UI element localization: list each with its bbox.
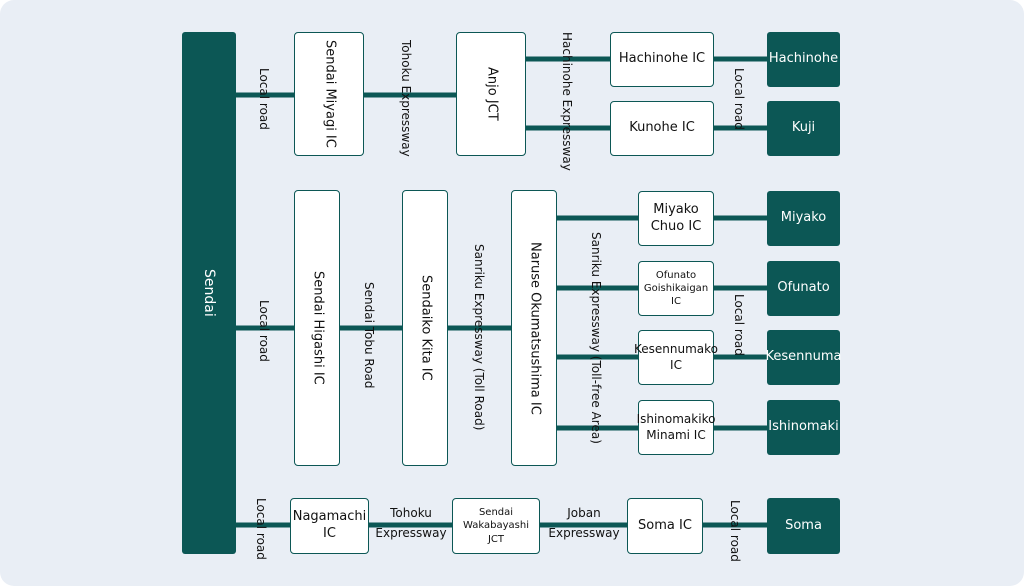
label-tohoku-expressway-bottom: Tohoku Expressway: [375, 506, 447, 540]
label-local-road-top-right: Local road: [732, 68, 746, 130]
label-local-road-bottom: Local road: [254, 498, 268, 560]
label-local-road-bottom-right: Local road: [728, 500, 742, 562]
origin-sendai: Sendai: [182, 32, 236, 554]
node-sendai-miyagi-ic: Sendai Miyagi IC: [294, 32, 364, 156]
label-hachinohe-expressway: Hachinohe Expressway: [560, 32, 574, 171]
label-tohoku-expressway-top: Tohoku Expressway: [399, 40, 413, 157]
dest-ishinomaki: Ishinomaki: [767, 400, 840, 455]
node-miyako-chuo-ic: Miyako Chuo IC: [638, 191, 714, 246]
dest-kesennuma: Kesennuma: [766, 330, 842, 385]
label-local-road-middle-right: Local road: [732, 294, 746, 356]
label-local-road-middle: Local road: [257, 300, 271, 362]
dest-miyako: Miyako: [767, 191, 840, 246]
node-anjo-jct: Anjo JCT: [456, 32, 526, 156]
node-ishinomakiko-minami-ic: Ishinomakiko Minami IC: [637, 400, 715, 455]
node-ofunato-goishikaigan-ic: Ofunato Goishikaigan IC: [638, 261, 714, 316]
node-naruse-okumatsushima-ic: Naruse Okumatsushima IC: [511, 190, 557, 466]
label-joban-expressway: Joban Expressway: [548, 506, 620, 540]
node-sendai-higashi-ic: Sendai Higashi IC: [294, 190, 340, 466]
node-sendaiko-kita-ic: Sendaiko Kita IC: [402, 190, 448, 466]
dest-soma: Soma: [767, 498, 840, 554]
node-hachinohe-ic: Hachinohe IC: [610, 32, 714, 87]
label-sanriku-toll-free: Sanriku Expressway (Toll-free Area): [589, 232, 603, 444]
node-kesennumako-ic: Kesennumako IC: [634, 330, 718, 385]
dest-hachinohe: Hachinohe: [767, 32, 840, 87]
label-sendai-tobu-road: Sendai Tobu Road: [362, 282, 376, 389]
node-kunohe-ic: Kunohe IC: [610, 101, 714, 156]
node-sendai-wakabayashi-jct: Sendai Wakabayashi JCT: [452, 498, 540, 554]
label-sanriku-toll-road: Sanriku Expressway (Toll Road): [472, 244, 486, 431]
dest-kuji: Kuji: [767, 101, 840, 156]
node-nagamachi-ic: Nagamachi IC: [290, 498, 369, 554]
dest-ofunato: Ofunato: [767, 261, 840, 316]
label-local-road-top: Local road: [257, 68, 271, 130]
node-soma-ic: Soma IC: [627, 498, 703, 554]
